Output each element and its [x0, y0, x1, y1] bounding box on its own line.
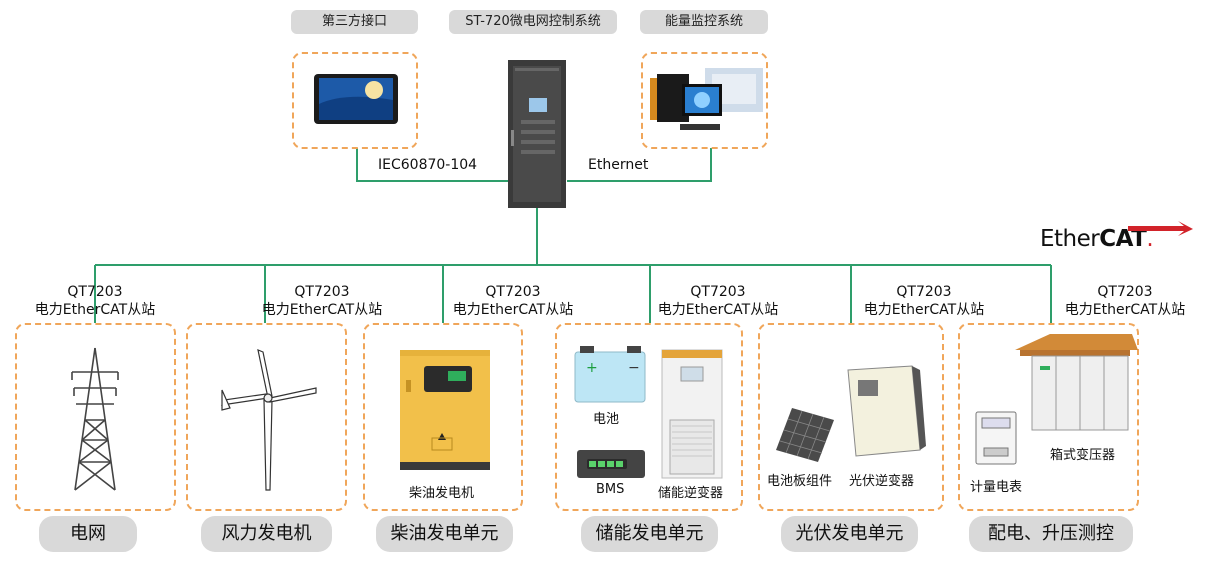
- slave-desc: 电力EtherCAT从站: [657, 302, 779, 318]
- slave-desc: 电力EtherCAT从站: [863, 302, 985, 318]
- slave-model: QT7203: [1097, 284, 1153, 300]
- battery-caption: 电池: [593, 412, 620, 427]
- distribution-box: [958, 323, 1139, 511]
- grid-box: [15, 323, 176, 511]
- storage-inverter-caption: 储能逆变器: [658, 486, 724, 501]
- box-transformer-caption: 箱式变压器: [1050, 448, 1116, 463]
- third-party-box: [292, 52, 418, 149]
- slave-label-pv: QT7203 电力EtherCAT从站: [864, 283, 984, 319]
- slave-model: QT7203: [485, 284, 541, 300]
- energy-monitor-label: 能量监控系统: [640, 10, 768, 34]
- pv-inverter-caption: 光伏逆变器: [849, 474, 915, 489]
- slave-desc: 电力EtherCAT从站: [34, 302, 156, 318]
- slave-label-distribution: QT7203 电力EtherCAT从站: [1065, 283, 1185, 319]
- ethernet-link-label: Ethernet: [588, 157, 649, 173]
- third-party-interface-label: 第三方接口: [291, 10, 418, 34]
- unit-label-pv: 光伏发电单元: [781, 516, 918, 552]
- slave-model: QT7203: [690, 284, 746, 300]
- slave-desc: 电力EtherCAT从站: [1064, 302, 1186, 318]
- bms-caption: BMS: [596, 482, 625, 497]
- slave-label-storage: QT7203 电力EtherCAT从站: [658, 283, 778, 319]
- slave-model: QT7203: [67, 284, 123, 300]
- slave-label-wind: QT7203 电力EtherCAT从站: [262, 283, 382, 319]
- unit-label-storage: 储能发电单元: [581, 516, 718, 552]
- slave-model: QT7203: [896, 284, 952, 300]
- diesel-generator-caption: 柴油发电机: [409, 486, 475, 501]
- unit-label-grid: 电网: [39, 516, 137, 552]
- slave-desc: 电力EtherCAT从站: [452, 302, 574, 318]
- slave-label-grid: QT7203 电力EtherCAT从站: [35, 283, 155, 319]
- wind-box: [186, 323, 347, 511]
- pv-box: [758, 323, 944, 511]
- ethercat-logo-ether: Ether: [1040, 226, 1100, 252]
- ethercat-logo-mark: .: [1146, 226, 1154, 252]
- slave-label-diesel: QT7203 电力EtherCAT从站: [453, 283, 573, 319]
- svg-text:+: +: [586, 360, 598, 376]
- control-system-label: ST-720微电网控制系统: [449, 10, 617, 34]
- storage-box: [555, 323, 743, 511]
- unit-label-distribution: 配电、升压测控: [969, 516, 1133, 552]
- energy-monitor-box: [641, 52, 768, 149]
- iec-link-label: IEC60870-104: [378, 157, 478, 173]
- unit-label-diesel: 柴油发电单元: [376, 516, 513, 552]
- pv-panel-caption: 电池板组件: [767, 474, 833, 489]
- svg-text:−: −: [628, 360, 640, 376]
- slave-model: QT7203: [294, 284, 350, 300]
- unit-label-wind: 风力发电机: [201, 516, 332, 552]
- ethercat-logo: EtherCAT.: [1040, 226, 1154, 252]
- slave-desc: 电力EtherCAT从站: [261, 302, 383, 318]
- diesel-box: [363, 323, 523, 511]
- meter-caption: 计量电表: [970, 480, 1023, 495]
